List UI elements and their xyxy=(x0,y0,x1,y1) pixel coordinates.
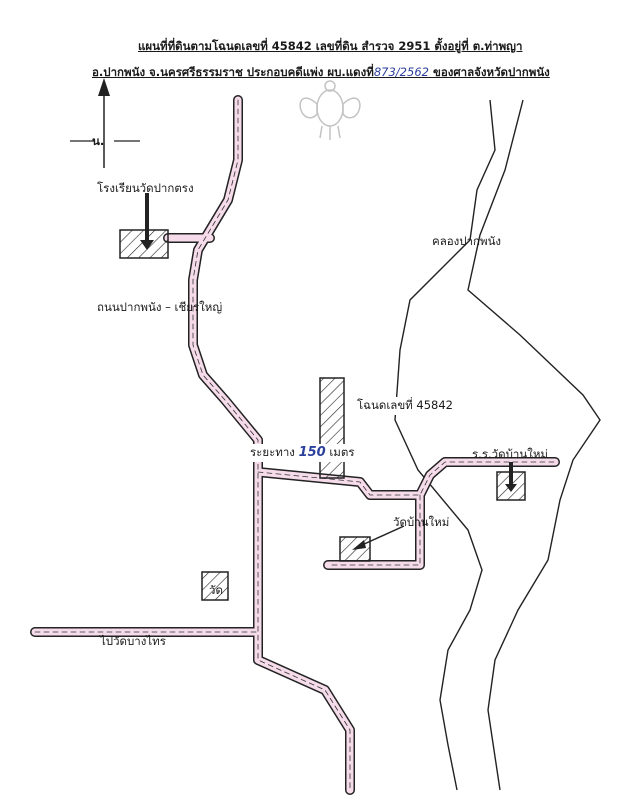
pointer-arrow-icon xyxy=(352,540,366,550)
pointer-arrow-icon xyxy=(140,193,154,250)
subtitle-suffix: ของศาลจังหวัดปากพนัง xyxy=(432,65,550,79)
road-network xyxy=(30,95,560,795)
deed-parcel xyxy=(319,377,345,479)
label-to-wat-bang-sai: ไปวัดบางไทร xyxy=(100,634,166,648)
distance-prefix: ระยะทาง xyxy=(250,445,295,459)
north-label: น. xyxy=(92,134,105,148)
label-wat-ban-mai: วัดบ้านใหม่ xyxy=(393,515,450,529)
pointer-arrow-icon xyxy=(505,462,517,492)
map-title: แผนที่ที่ดินตามโฉนดเลขที่ 45842 เลขที่ดิ… xyxy=(138,39,523,53)
north-arrow-icon xyxy=(70,78,140,168)
distance-unit: เมตร xyxy=(329,445,355,459)
map-subtitle: อ.ปากพนัง จ.นครศรีธรรมราช ประกอบคดีแพ่ง … xyxy=(92,64,550,82)
label-wat: วัด xyxy=(209,583,223,597)
label-school-ban-mai: ร.ร.วัดบ้านใหม่ xyxy=(472,447,548,461)
subtitle-prefix: อ.ปากพนัง จ.นครศรีธรรมราช ประกอบคดีแพ่ง … xyxy=(92,65,374,79)
label-canal: คลองปากพนัง xyxy=(432,234,502,248)
label-deed: โฉนดเลขที่ 45842 xyxy=(357,397,453,415)
canal-banks xyxy=(394,99,601,791)
label-distance: ระยะทาง 150 เมตร xyxy=(250,444,355,462)
label-road-main: ถนนปากพนัง – เชียรใหญ่ xyxy=(97,300,223,314)
garuda-emblem xyxy=(299,80,361,140)
distance-value: 150 xyxy=(298,445,326,460)
wat-box xyxy=(201,571,229,601)
case-number: 873/2562 xyxy=(373,65,429,79)
label-school-pak-trang: โรงเรียนวัดปากตรง xyxy=(97,181,194,195)
